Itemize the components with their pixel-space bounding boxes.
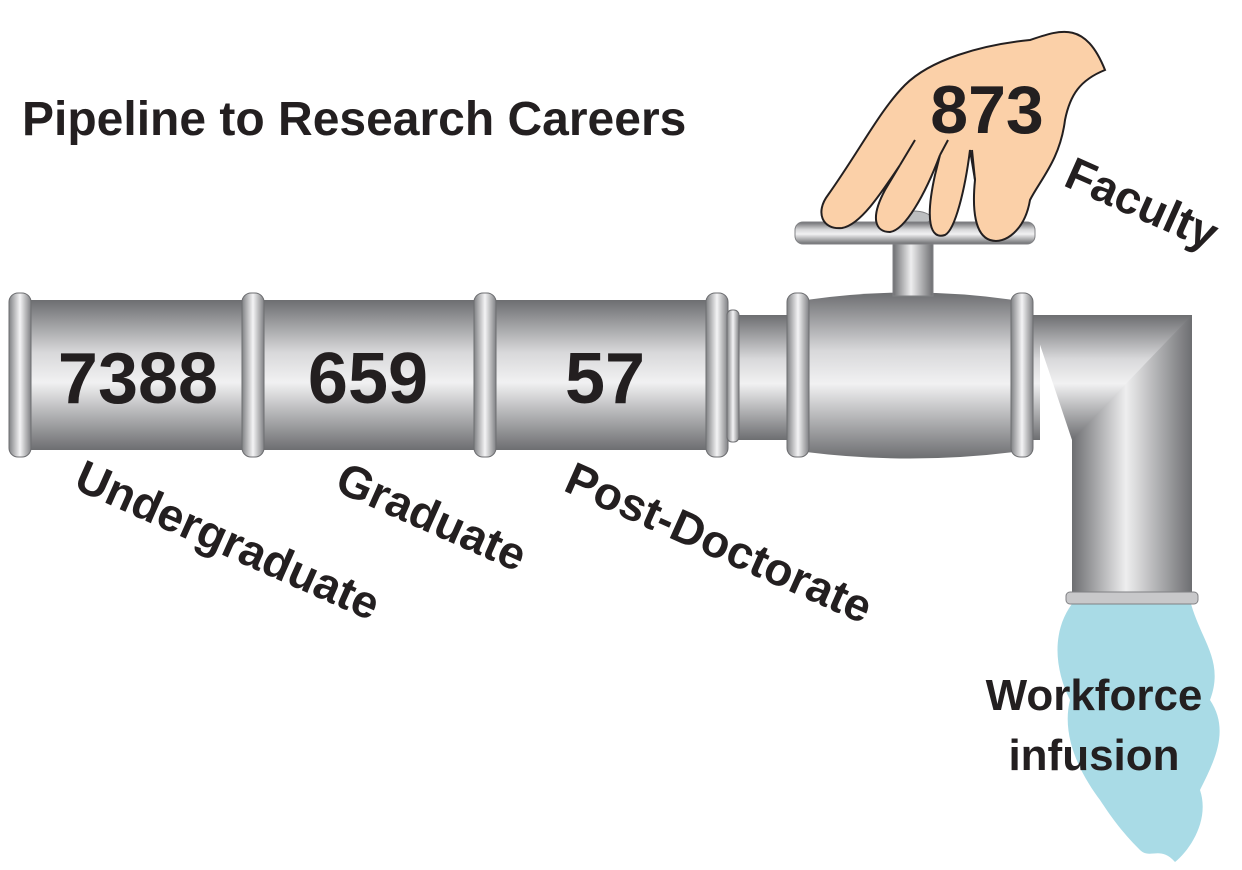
diagram-title: Pipeline to Research Careers [22,93,686,146]
label-post-doctorate: Post-Doctorate [558,452,880,634]
hand-icon [820,30,1107,242]
pipe-segment [20,300,720,450]
label-faculty: Faculty [1058,147,1227,260]
count-graduate: 659 [308,339,428,419]
valve-stem [892,239,934,297]
count-faculty: 873 [930,72,1043,148]
outflow-line1: Workforce [986,671,1203,720]
label-graduate: Graduate [329,452,535,582]
vertical-pipe [1072,430,1192,598]
pipe-couplings [8,292,1034,458]
valve-body [806,292,1014,459]
count-post-doctorate: 57 [565,339,645,419]
water-stream [1057,600,1220,862]
outflow-line2: infusion [1008,731,1179,780]
valve-handle[interactable] [794,221,1036,245]
outlet-ring [1065,591,1199,605]
count-undergraduate: 7388 [58,339,218,419]
